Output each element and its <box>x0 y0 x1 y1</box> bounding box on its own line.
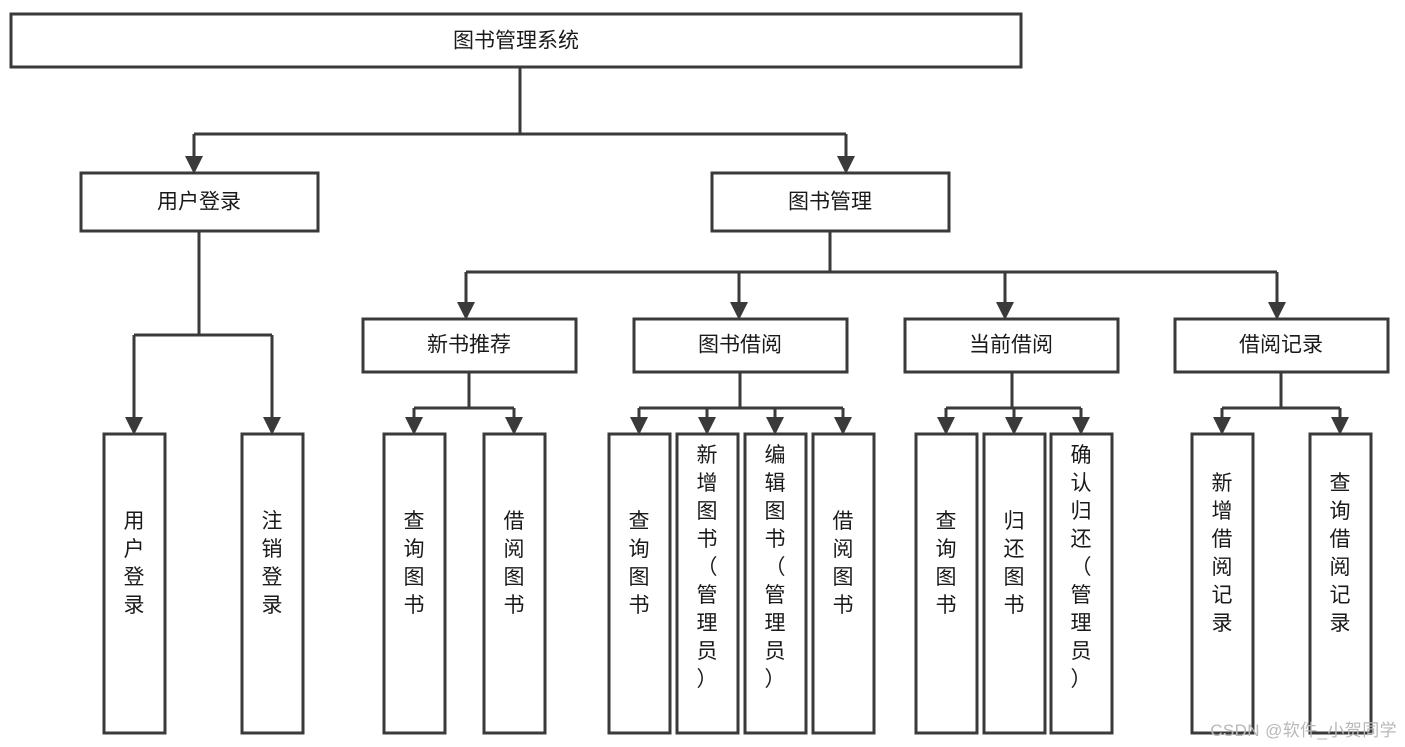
node-leaf-add-record[interactable]: 新增借阅记录 <box>1190 432 1255 735</box>
connector-group-user-login <box>125 232 281 435</box>
node-leaf-borrow-book-1[interactable]: 借阅图书 <box>482 432 547 735</box>
node-leaf-confirm-return-box[interactable] <box>1049 432 1114 735</box>
node-leaf-borrow-book-1-label: 借阅图书 <box>504 510 525 617</box>
node-leaf-user-login-label: 用户登录 <box>124 510 145 617</box>
node-leaf-borrow-book-2-box[interactable] <box>811 432 876 735</box>
arrow-bb-to-leaf4 <box>834 417 852 435</box>
node-leaf-return-book[interactable]: 归还图书 <box>982 432 1047 735</box>
arrow-bm-to-new-book-rec <box>457 302 475 320</box>
node-book-manage-box[interactable] <box>710 171 951 233</box>
node-leaf-add-book[interactable]: 新增图书（管理员） <box>675 432 740 735</box>
node-book-borrow[interactable]: 图书借阅 <box>632 317 849 374</box>
node-root-box[interactable] <box>9 12 1023 69</box>
node-leaf-query-book-3[interactable]: 查询图书 <box>914 432 979 735</box>
node-leaf-edit-book[interactable]: 编辑图书（管理员） <box>743 432 808 735</box>
arrow-nbr-to-leaf2 <box>505 417 523 435</box>
arrow-ul-to-leaf1 <box>125 417 143 435</box>
node-leaf-confirm-return-label: 确认归还（管理员） <box>1071 444 1092 691</box>
node-leaf-return-book-label: 归还图书 <box>1004 510 1025 617</box>
node-leaf-borrow-book-2-label: 借阅图书 <box>833 510 854 617</box>
arrow-cb-to-leaf1 <box>937 417 955 435</box>
arrow-bm-to-book-borrow <box>730 302 748 320</box>
node-leaf-query-book-2-box[interactable] <box>607 432 672 735</box>
node-leaf-query-record-box[interactable] <box>1308 432 1373 735</box>
node-new-book-rec-label: 新书推荐 <box>427 334 511 357</box>
connector-group-borrow-record <box>1213 373 1349 435</box>
node-root[interactable]: 图书管理系统 <box>9 12 1023 69</box>
node-leaf-return-book-box[interactable] <box>982 432 1047 735</box>
node-leaf-borrow-book-1-box[interactable] <box>482 432 547 735</box>
node-root-label: 图书管理系统 <box>453 30 579 53</box>
arrow-root-to-user-login <box>185 156 203 174</box>
arrow-bm-to-borrow-record <box>1268 302 1286 320</box>
node-leaf-query-book-3-box[interactable] <box>914 432 979 735</box>
arrow-cb-to-leaf3 <box>1072 417 1090 435</box>
node-book-manage-label: 图书管理 <box>788 191 872 214</box>
node-leaf-edit-book-box[interactable] <box>743 432 808 735</box>
connector-group-root <box>185 67 855 174</box>
node-book-borrow-box[interactable] <box>632 317 849 374</box>
node-leaf-query-book-1-box[interactable] <box>382 432 447 735</box>
arrow-bb-to-leaf1 <box>630 417 648 435</box>
node-book-borrow-label: 图书借阅 <box>698 334 782 357</box>
node-new-book-rec-box[interactable] <box>361 317 578 374</box>
node-leaf-add-record-box[interactable] <box>1190 432 1255 735</box>
node-leaf-add-book-label: 新增图书（管理员） <box>697 444 718 691</box>
node-leaf-query-book-1-label: 查询图书 <box>404 510 425 617</box>
node-user-login-box[interactable] <box>79 171 320 233</box>
node-leaf-query-book-3-label: 查询图书 <box>936 510 957 617</box>
node-leaf-add-book-box[interactable] <box>675 432 740 735</box>
arrow-ul-to-leaf2 <box>263 417 281 435</box>
arrow-cb-to-leaf2 <box>1005 417 1023 435</box>
node-leaf-add-record-label: 新增借阅记录 <box>1212 472 1233 635</box>
arrow-bb-to-leaf3 <box>766 417 784 435</box>
connector-group-book-manage <box>457 232 1286 320</box>
node-leaf-query-record[interactable]: 查询借阅记录 <box>1308 432 1373 735</box>
node-leaf-query-book-2[interactable]: 查询图书 <box>607 432 672 735</box>
node-leaf-user-logout-label: 注销登录 <box>262 510 283 617</box>
node-borrow-record[interactable]: 借阅记录 <box>1173 317 1390 374</box>
node-book-manage[interactable]: 图书管理 <box>710 171 951 233</box>
arrow-nbr-to-leaf1 <box>405 417 423 435</box>
arrow-br-to-leaf1 <box>1213 417 1231 435</box>
connector-group-current-borrow <box>937 373 1090 435</box>
node-leaf-user-logout[interactable]: 注销登录 <box>240 432 305 735</box>
node-leaf-query-record-label: 查询借阅记录 <box>1330 472 1351 635</box>
node-new-book-rec[interactable]: 新书推荐 <box>361 317 578 374</box>
node-current-borrow-label: 当前借阅 <box>969 334 1053 357</box>
arrow-root-to-book-manage <box>837 156 855 174</box>
arrow-br-to-leaf2 <box>1331 417 1349 435</box>
arrow-bb-to-leaf2 <box>698 417 716 435</box>
node-user-login[interactable]: 用户登录 <box>79 171 320 233</box>
node-borrow-record-box[interactable] <box>1173 317 1390 374</box>
node-leaf-edit-book-label: 编辑图书（管理员） <box>765 444 786 691</box>
node-current-borrow-box[interactable] <box>903 317 1120 374</box>
node-leaf-user-login-box[interactable] <box>102 432 167 735</box>
node-leaf-user-login[interactable]: 用户登录 <box>102 432 167 735</box>
node-user-login-label: 用户登录 <box>157 191 241 214</box>
node-borrow-record-label: 借阅记录 <box>1239 334 1323 357</box>
node-leaf-borrow-book-2[interactable]: 借阅图书 <box>811 432 876 735</box>
node-current-borrow[interactable]: 当前借阅 <box>903 317 1120 374</box>
node-leaf-query-book-2-label: 查询图书 <box>629 510 650 617</box>
node-leaf-confirm-return[interactable]: 确认归还（管理员） <box>1049 432 1114 735</box>
connector-group-new-book-rec <box>405 373 523 435</box>
node-leaf-query-book-1[interactable]: 查询图书 <box>382 432 447 735</box>
node-leaf-user-logout-box[interactable] <box>240 432 305 735</box>
connector-group-book-borrow <box>630 373 852 435</box>
csdn-watermark: CSDN @软件_小贺同学 <box>1210 721 1397 740</box>
arrow-bm-to-current-borrow <box>996 302 1014 320</box>
